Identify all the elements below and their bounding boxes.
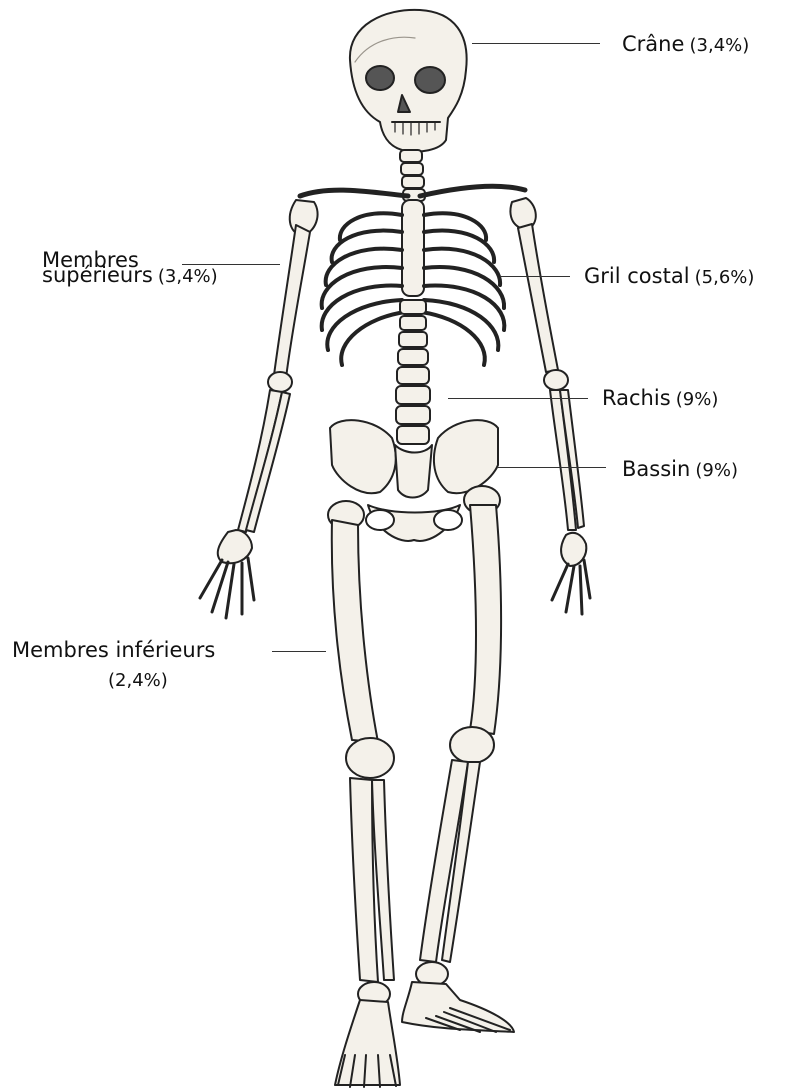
leader-crane: [472, 43, 600, 44]
label-gril-costal-name: Gril costal: [584, 264, 690, 288]
label-membres-inferieurs-pct-wrap: (2,4%): [108, 672, 168, 690]
label-crane-name: Crâne: [622, 32, 684, 56]
leader-bassin: [498, 467, 606, 468]
label-bassin-pct: (9%): [695, 460, 738, 481]
label-rachis: Rachis (9%): [602, 388, 718, 409]
label-membres-superieurs-2: supérieurs (3,4%): [42, 265, 218, 286]
label-gril-costal-pct: (5,6%): [695, 267, 755, 288]
right-arm: [518, 224, 590, 614]
leader-membres-inferieurs: [272, 651, 326, 652]
label-bassin: Bassin (9%): [622, 459, 738, 480]
label-rachis-name: Rachis: [602, 386, 671, 410]
label-rachis-pct: (9%): [676, 389, 719, 410]
left-leg: [328, 501, 400, 1087]
label-membres-superieurs-line2: supérieurs: [42, 263, 153, 287]
label-membres-superieurs-pct: (3,4%): [158, 266, 218, 287]
right-leg: [402, 486, 514, 1032]
spine: [396, 300, 430, 444]
label-membres-inferieurs: Membres inférieurs: [12, 640, 215, 661]
label-crane-pct: (3,4%): [690, 35, 750, 56]
label-crane: Crâne (3,4%): [622, 34, 749, 55]
leader-rachis: [448, 398, 588, 399]
label-gril-costal: Gril costal (5,6%): [584, 266, 754, 287]
label-bassin-name: Bassin: [622, 457, 690, 481]
label-membres-inferieurs-pct: (2,4%): [108, 670, 168, 691]
skull: [350, 10, 467, 152]
label-membres-inferieurs-name: Membres inférieurs: [12, 638, 215, 662]
leader-gril-costal: [500, 276, 570, 277]
